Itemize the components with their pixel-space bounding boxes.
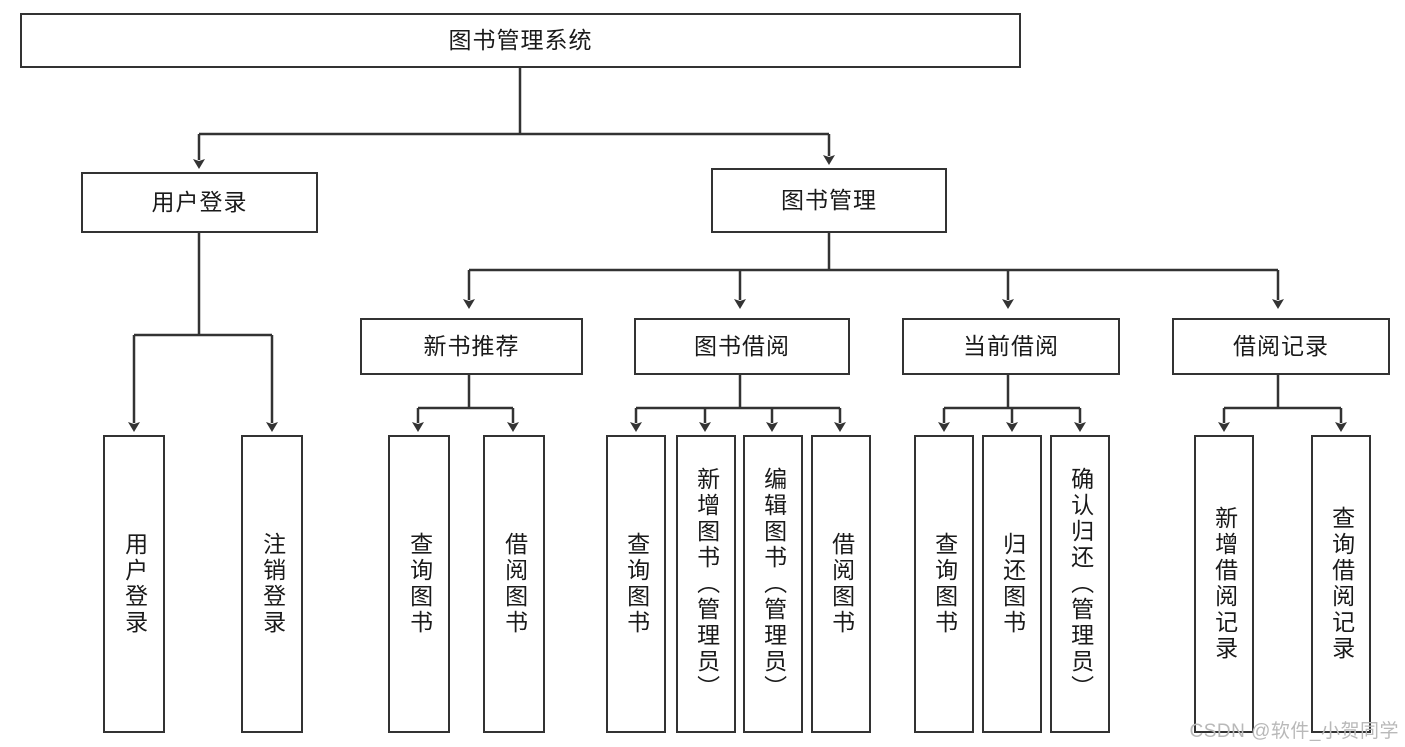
node-leaf-borrow-book-2[interactable]: 借阅图书 [811, 435, 871, 733]
node-leaf-query-book-1[interactable]: 查询图书 [388, 435, 450, 733]
node-book-management[interactable]: 图书管理 [711, 168, 947, 233]
node-current-borrow[interactable]: 当前借阅 [902, 318, 1120, 375]
node-leaf-add-book-label: 新增图书（管理员） [693, 467, 720, 701]
node-leaf-query-book-2[interactable]: 查询图书 [606, 435, 666, 733]
node-borrow-record-label: 借阅记录 [1233, 332, 1329, 359]
node-current-borrow-label: 当前借阅 [963, 332, 1059, 359]
node-leaf-confirm-return-label: 确认归还（管理员） [1067, 467, 1094, 701]
node-leaf-return-book[interactable]: 归还图书 [982, 435, 1042, 733]
node-leaf-edit-book-label: 编辑图书（管理员） [760, 467, 787, 701]
node-leaf-borrow-book-2-label: 借阅图书 [828, 532, 855, 636]
node-new-book-recommend-label: 新书推荐 [423, 332, 520, 359]
node-root[interactable]: 图书管理系统 [20, 13, 1021, 68]
node-user-login-label: 用户登录 [151, 188, 248, 215]
node-leaf-borrow-book-1[interactable]: 借阅图书 [483, 435, 545, 733]
node-root-label: 图书管理系统 [448, 26, 593, 53]
node-book-borrow-label: 图书借阅 [694, 332, 790, 359]
node-leaf-add-book[interactable]: 新增图书（管理员） [676, 435, 736, 733]
node-leaf-return-book-label: 归还图书 [999, 532, 1026, 636]
node-book-borrow[interactable]: 图书借阅 [634, 318, 850, 375]
node-leaf-query-book-3[interactable]: 查询图书 [914, 435, 974, 733]
node-book-management-label: 图书管理 [781, 186, 877, 213]
node-leaf-confirm-return[interactable]: 确认归还（管理员） [1050, 435, 1110, 733]
node-leaf-edit-book[interactable]: 编辑图书（管理员） [743, 435, 803, 733]
node-leaf-query-book-2-label: 查询图书 [623, 532, 650, 636]
node-user-login[interactable]: 用户登录 [81, 172, 318, 233]
node-leaf-query-record-label: 查询借阅记录 [1328, 506, 1355, 662]
node-new-book-recommend[interactable]: 新书推荐 [360, 318, 583, 375]
node-leaf-logout-login[interactable]: 注销登录 [241, 435, 303, 733]
node-borrow-record[interactable]: 借阅记录 [1172, 318, 1390, 375]
node-leaf-query-book-3-label: 查询图书 [931, 532, 958, 636]
node-leaf-add-record[interactable]: 新增借阅记录 [1194, 435, 1254, 733]
node-leaf-logout-login-label: 注销登录 [259, 532, 286, 636]
node-leaf-add-record-label: 新增借阅记录 [1211, 506, 1238, 662]
node-leaf-query-record[interactable]: 查询借阅记录 [1311, 435, 1371, 733]
node-leaf-query-book-1-label: 查询图书 [406, 532, 433, 636]
node-leaf-borrow-book-1-label: 借阅图书 [501, 532, 528, 636]
csdn-watermark: CSDN @软件_小贺同学 [1189, 721, 1399, 742]
node-leaf-user-login-label: 用户登录 [121, 532, 148, 636]
node-leaf-user-login[interactable]: 用户登录 [103, 435, 165, 733]
